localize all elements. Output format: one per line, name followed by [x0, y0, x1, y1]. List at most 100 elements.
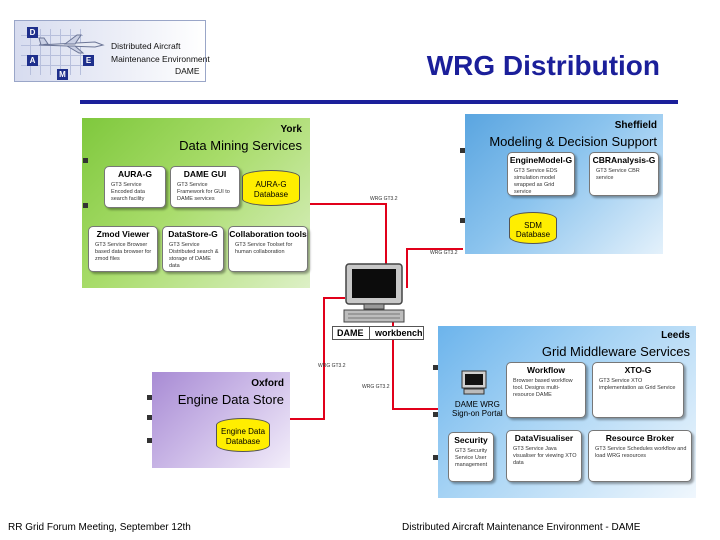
- workflow-desc: Browser based workflow tool. Designs mul…: [513, 378, 573, 398]
- workflow-title: Workflow: [526, 365, 566, 375]
- title-rule: [80, 100, 678, 104]
- oxford-bullet-2: [147, 415, 152, 420]
- dame-gui-desc: GT3 Service Framework for GUI to DAME se…: [177, 182, 230, 202]
- workstation-icon: [343, 263, 405, 323]
- sdm-db-line1: SDM: [524, 221, 542, 230]
- dame-logo: D A M E Distributed Aircraft Maintenance…: [14, 20, 210, 82]
- data-visualiser-box: DataVisualiser GT3 Service Java visualis…: [506, 430, 582, 482]
- portal-line2: Sign-on Portal: [452, 409, 503, 418]
- aircraft-icon: [38, 34, 105, 54]
- xto-g-box: XTO-G GT3 Service XTO implementation as …: [592, 362, 684, 418]
- engine-model-g-box: EngineModel-G GT3 Service EDS simulation…: [507, 152, 575, 196]
- data-visualiser-title: DataVisualiser: [514, 433, 574, 443]
- oxford-connection-h2: [290, 418, 325, 420]
- zmod-viewer-desc: GT3 Service Browser based data browser f…: [95, 242, 152, 262]
- logo-line-2: Maintenance Environment: [111, 54, 210, 64]
- security-box: Security GT3 Security Service User manag…: [448, 432, 494, 482]
- xto-g-desc: GT3 Service XTO implementation as Grid S…: [599, 378, 676, 391]
- york-bullet-2: [83, 203, 88, 208]
- datastore-g-title: DataStore-G: [168, 229, 218, 239]
- engine-data-database: Engine Data Database: [216, 418, 270, 452]
- oxford-connection-h1: [323, 297, 345, 299]
- workbench-label-text: workbench: [375, 328, 423, 338]
- cbr-analysis-g-title: CBRAnalysis-G: [592, 155, 656, 165]
- workbench-label-box: DAME workbench: [332, 326, 424, 340]
- logo-line-3: DAME: [175, 66, 200, 76]
- york-connection-v: [385, 203, 387, 268]
- york-bullet-1: [83, 158, 88, 163]
- sheffield-connection-v: [406, 248, 408, 288]
- sheffield-connection-label: WRG GT3.2: [430, 250, 458, 256]
- aura-g-db-line1: AURA-G: [255, 180, 287, 189]
- leeds-region-label: Leeds: [661, 330, 690, 341]
- resource-broker-title: Resource Broker: [605, 433, 675, 443]
- leeds-bullet-1: [433, 365, 438, 370]
- datastore-g-desc: GT3 Service Distributed search & storage…: [169, 242, 219, 269]
- xto-g-title: XTO-G: [624, 365, 652, 375]
- leeds-connection-h: [392, 408, 440, 410]
- security-desc: GT3 Security Service User management: [455, 448, 488, 468]
- sheffield-region-label: Sheffield: [614, 120, 657, 131]
- leeds-panel-title: Grid Middleware Services: [541, 344, 690, 359]
- zmod-viewer-box: Zmod Viewer GT3 Service Browser based da…: [88, 226, 158, 272]
- portal-line1: DAME WRG: [454, 400, 500, 409]
- workflow-box: Workflow Browser based workflow tool. De…: [506, 362, 586, 418]
- york-connection-h: [300, 203, 386, 205]
- datastore-g-box: DataStore-G GT3 Service Distributed sear…: [162, 226, 224, 272]
- cbr-analysis-g-box: CBRAnalysis-G GT3 Service CBR service: [589, 152, 659, 196]
- leeds-connection-label: WRG GT3.2: [362, 384, 390, 390]
- oxford-region-label: Oxford: [251, 378, 284, 389]
- leeds-connection-v: [392, 316, 394, 410]
- leeds-bullet-2: [433, 412, 438, 417]
- collaboration-tools-title: Collaboration tools: [229, 229, 307, 239]
- page-title: WRG Distribution: [426, 50, 660, 81]
- engine-model-g-desc: GT3 Service EDS simulation model wrapped…: [514, 168, 558, 195]
- portal-label: DAME WRG Sign-on Portal: [452, 400, 503, 418]
- oxford-bullet-3: [147, 438, 152, 443]
- footer-left: RR Grid Forum Meeting, September 12th: [8, 522, 191, 533]
- collaboration-tools-box: Collaboration tools GT3 Service Toolset …: [228, 226, 308, 272]
- footer-right: Distributed Aircraft Maintenance Environ…: [402, 522, 641, 533]
- sdm-db-line2: Database: [515, 230, 551, 239]
- sheffield-panel: Sheffield Modeling & Decision Support En…: [465, 114, 663, 254]
- sheffield-bullet-2: [460, 218, 465, 223]
- zmod-viewer-title: Zmod Viewer: [96, 229, 150, 239]
- sheffield-bullet-1: [460, 148, 465, 153]
- workbench-divider: [369, 327, 370, 339]
- aura-g-box: AURA-G GT3 Service Encoded data search f…: [104, 166, 166, 208]
- sheffield-panel-title: Modeling & Decision Support: [489, 134, 657, 149]
- resource-broker-desc: GT3 Service Schedules workflow and load …: [595, 446, 687, 459]
- oxford-bullet-1: [147, 395, 152, 400]
- logo-line-1: Distributed Aircraft: [111, 41, 181, 51]
- aura-g-desc: GT3 Service Encoded data search facility: [111, 182, 145, 202]
- aura-g-db-line2: Database: [253, 190, 289, 199]
- york-panel: York Data Mining Services AURA-G GT3 Ser…: [82, 118, 310, 288]
- dame-gui-box: DAME GUI GT3 Service Framework for GUI t…: [170, 166, 240, 208]
- portal-computer-icon: [461, 370, 487, 395]
- aura-g-database: AURA-G Database: [242, 170, 300, 206]
- engine-data-db-line1: Engine Data: [220, 427, 266, 436]
- resource-broker-box: Resource Broker GT3 Service Schedules wo…: [588, 430, 692, 482]
- collaboration-tools-desc: GT3 Service Toolset for human collaborat…: [235, 242, 293, 255]
- sdm-database: SDM Database: [509, 212, 557, 244]
- york-connection-label: WRG GT3.2: [370, 196, 398, 202]
- security-title: Security: [454, 435, 488, 445]
- sheffield-connection-h: [406, 248, 463, 250]
- aura-g-title: AURA-G: [118, 169, 152, 179]
- data-visualiser-desc: GT3 Service Java visualiser for viewing …: [513, 446, 577, 466]
- logo-letter-m: M: [57, 69, 68, 80]
- oxford-panel: Oxford Engine Data Store Engine Data Dat…: [152, 372, 290, 468]
- workbench-label-dame: DAME: [337, 328, 364, 338]
- oxford-panel-title: Engine Data Store: [177, 392, 284, 407]
- york-region-label: York: [280, 124, 303, 135]
- oxford-connection-label: WRG GT3.2: [318, 363, 346, 369]
- engine-data-db-line2: Database: [225, 437, 261, 446]
- logo-letter-e: E: [83, 55, 94, 66]
- dame-gui-title: DAME GUI: [183, 169, 227, 179]
- leeds-panel: Leeds Grid Middleware Services DAME WRG …: [438, 326, 696, 498]
- logo-letter-d: D: [27, 27, 38, 38]
- cbr-analysis-g-desc: GT3 Service CBR service: [596, 168, 640, 181]
- leeds-bullet-3: [433, 455, 438, 460]
- engine-model-g-title: EngineModel-G: [509, 155, 573, 165]
- york-panel-title: Data Mining Services: [179, 138, 302, 153]
